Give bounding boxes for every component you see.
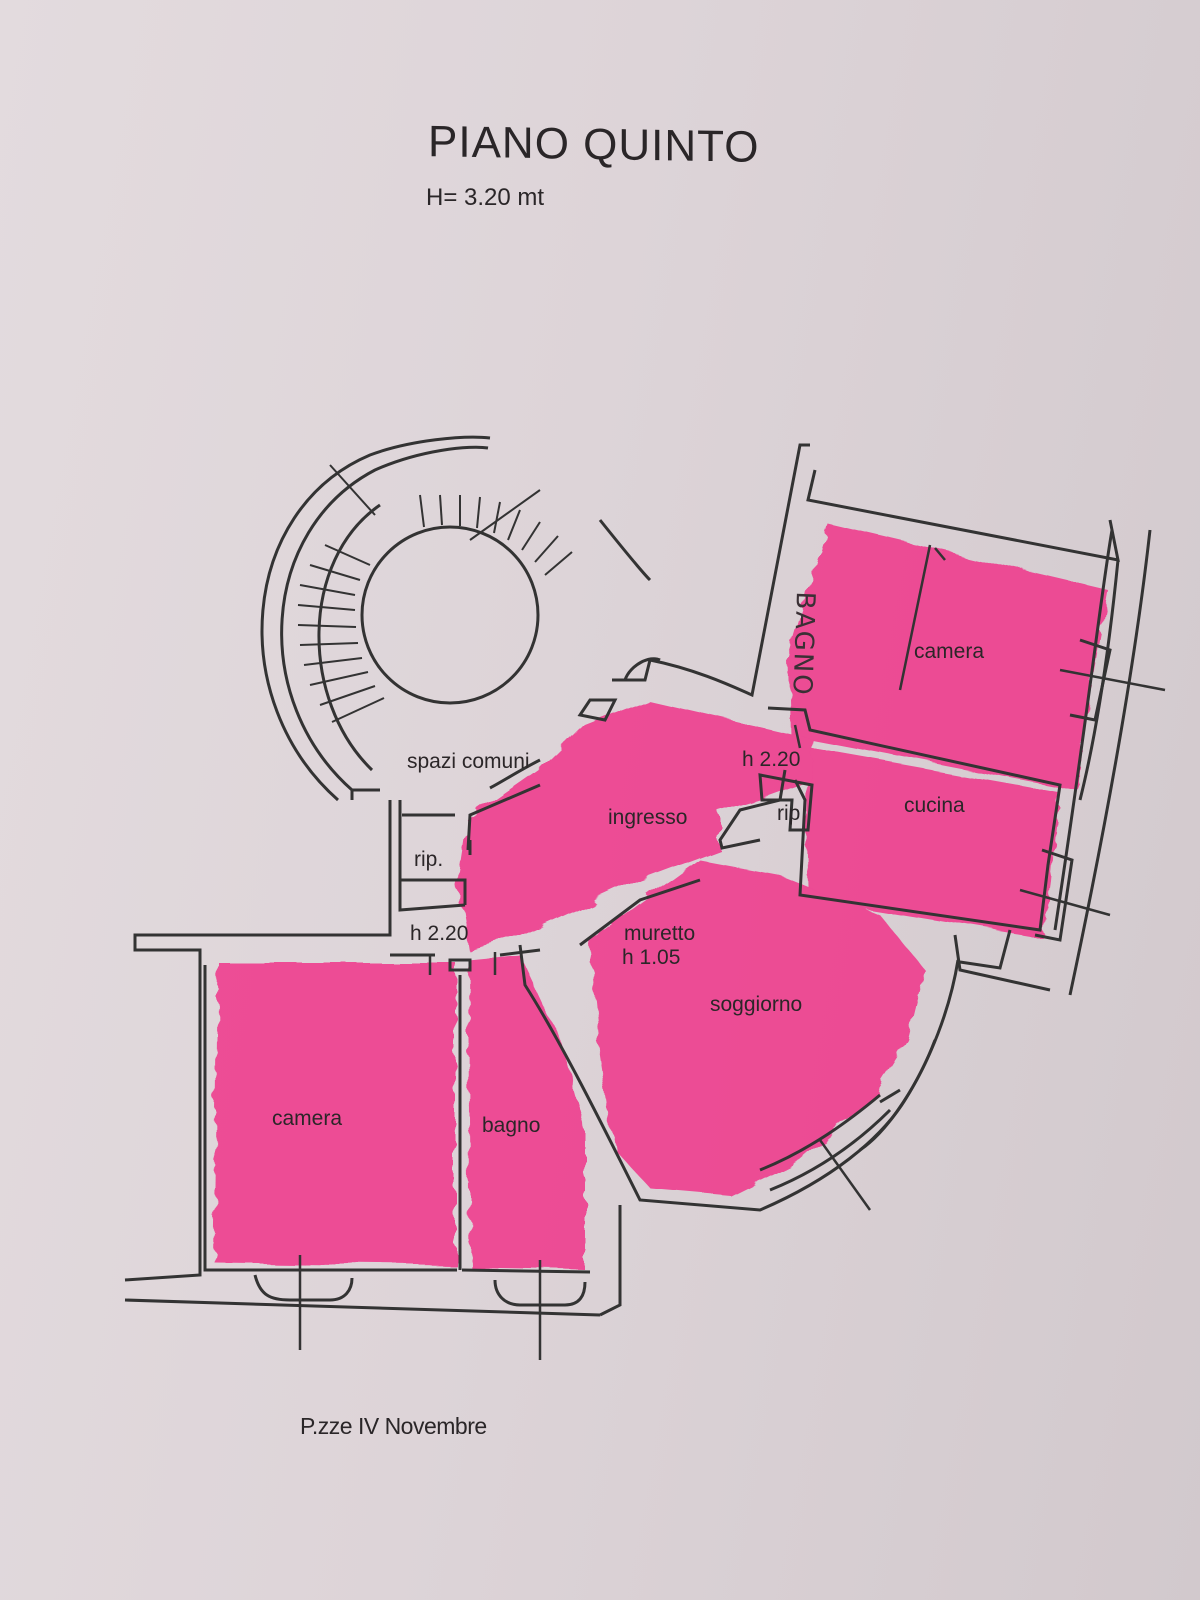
room-label-bagno: bagno (482, 1114, 541, 1137)
street-label: P.zze IV Novembre (300, 1413, 487, 1439)
wall-lines (124, 435, 1152, 1317)
ceiling-height-note: H= 3.20 mt (426, 184, 545, 211)
highlight-soggiorno (590, 860, 925, 1195)
highlight-camera-bagno-top (788, 524, 1108, 790)
room-label-ingresso: ingresso (608, 806, 688, 829)
highlight-ingresso (458, 700, 812, 950)
room-label-camera-bottom: camera (272, 1107, 343, 1130)
room-label-spazi-comuni: spazi comuni (407, 750, 530, 773)
highlight-cucina (806, 748, 1058, 938)
muretto-height-label: h 1.05 (622, 946, 681, 969)
window-marks (298, 544, 1166, 1360)
room-label-rip-right: rip (777, 802, 801, 825)
muretto-label: muretto (624, 922, 696, 945)
highlight-bagno-bottom (468, 955, 585, 1270)
height-annotation-right: h 2.20 (742, 748, 801, 771)
page-title: PIANO QUINTO (428, 117, 760, 172)
room-label-cucina: cucina (904, 794, 965, 817)
room-label-soggiorno: soggiorno (710, 993, 803, 1016)
room-label-rip-left: rip. (414, 848, 444, 871)
highlighted-areas (214, 524, 1108, 1270)
height-annotation-left: h 2.20 (410, 922, 469, 945)
highlight-camera-bottom (214, 962, 455, 1265)
room-label-bagno-handwritten: BAGNO (786, 590, 820, 698)
room-label-camera-top: camera (914, 640, 985, 663)
